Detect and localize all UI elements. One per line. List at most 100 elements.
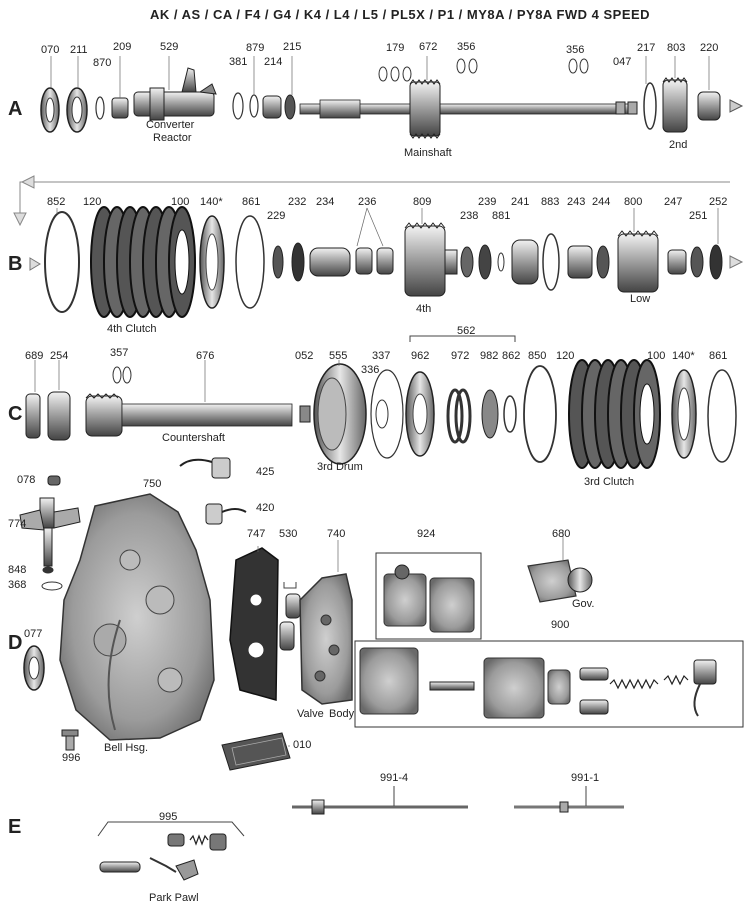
row-a-parts xyxy=(40,58,744,139)
part-number: 879 xyxy=(246,42,265,54)
part-number: 244 xyxy=(592,196,611,208)
reactor-shaft-529 xyxy=(133,91,215,117)
row-letter-e: E xyxy=(8,816,22,838)
row-letter-d: D xyxy=(8,632,23,654)
bell-housing-750 xyxy=(59,493,215,741)
part-number: 232 xyxy=(288,196,307,208)
part-number: 120 xyxy=(83,196,102,208)
part-number: 120 xyxy=(556,350,575,362)
caption-countershaft: Countershaft xyxy=(162,432,225,444)
caption-4th: 4th xyxy=(416,303,432,315)
caption-2nd: 2nd xyxy=(669,139,688,151)
gear-803 xyxy=(662,79,688,133)
part-number: 047 xyxy=(613,56,632,68)
row-b-parts xyxy=(29,206,744,318)
part-number: 140* xyxy=(200,196,223,208)
part-number: 852 xyxy=(47,196,66,208)
part-number: 689 xyxy=(25,350,44,362)
part-number: 140* xyxy=(672,350,695,362)
part-number: 996 xyxy=(62,752,81,764)
part-number: 381 xyxy=(229,56,248,68)
part-number: 368 xyxy=(8,579,27,591)
caption-valve: Valve xyxy=(297,708,324,720)
caption-4th-clutch: 4th Clutch xyxy=(107,323,157,335)
part-number: 809 xyxy=(413,196,432,208)
part-number: 234 xyxy=(316,196,335,208)
part-number: 747 xyxy=(247,528,266,540)
part-number: 982 xyxy=(480,350,499,362)
part-number: 100 xyxy=(647,350,666,362)
part-number: 236 xyxy=(358,196,377,208)
part-number: 179 xyxy=(386,42,405,54)
part-number: 962 xyxy=(411,350,430,362)
part-number: 356 xyxy=(457,41,476,53)
part-number: 530 xyxy=(279,528,298,540)
bearing-254 xyxy=(47,391,71,441)
separator-plate-747 xyxy=(229,547,279,701)
row-d-parts xyxy=(19,457,744,771)
gear-800 xyxy=(617,233,659,293)
part-number: 881 xyxy=(492,210,511,222)
part-number: 336 xyxy=(361,364,380,376)
part-number: 214 xyxy=(264,56,283,68)
flow-arrow-a-to-b xyxy=(13,175,730,227)
part-number: 217 xyxy=(637,42,656,54)
part-number: 241 xyxy=(511,196,530,208)
part-number: 862 xyxy=(502,350,521,362)
caption-body: Body xyxy=(329,708,355,720)
part-number: 529 xyxy=(160,41,179,53)
row-e-parts xyxy=(97,786,624,881)
part-number: 850 xyxy=(528,350,547,362)
part-number: 247 xyxy=(664,196,683,208)
part-number: 800 xyxy=(624,196,643,208)
part-number: 562 xyxy=(457,325,476,337)
part-number: 209 xyxy=(113,41,132,53)
part-number: 251 xyxy=(689,210,708,222)
part-number: 555 xyxy=(329,350,348,362)
countershaft-676 xyxy=(121,403,293,427)
part-number: 972 xyxy=(451,350,470,362)
part-number: 239 xyxy=(478,196,497,208)
caption-3rd-drum: 3rd Drum xyxy=(317,461,363,473)
part-number: 070 xyxy=(41,44,60,56)
part-number: 991-4 xyxy=(380,772,409,784)
bearing-689 xyxy=(25,393,41,439)
part-number: 672 xyxy=(419,41,438,53)
part-number: 870 xyxy=(93,57,112,69)
part-number: 861 xyxy=(242,196,261,208)
row-letter-b: B xyxy=(8,253,23,275)
part-number: 215 xyxy=(283,41,302,53)
page-title: AK / AS / CA / F4 / G4 / K4 / L4 / L5 / … xyxy=(150,7,651,22)
caption-gov: Gov. xyxy=(572,598,595,610)
part-number: 077 xyxy=(24,628,43,640)
clutch-pack-3rd xyxy=(568,359,661,469)
part-number: 740 xyxy=(327,528,346,540)
clutch-pack-4th xyxy=(90,206,196,318)
caption-converter: Converter xyxy=(146,119,195,131)
caption-bell-hsg: Bell Hsg. xyxy=(104,742,149,754)
part-number: 803 xyxy=(667,42,686,54)
part-number: 774 xyxy=(8,518,27,530)
caption-park-pawl: Park Pawl xyxy=(149,892,199,904)
part-number: 052 xyxy=(295,350,314,362)
part-number: 420 xyxy=(256,502,275,514)
caption-mainshaft: Mainshaft xyxy=(404,147,452,159)
part-number: 356 xyxy=(566,44,585,56)
row-letter-a: A xyxy=(8,98,23,120)
part-number: 229 xyxy=(267,210,286,222)
part-number: 995 xyxy=(159,811,178,823)
part-number: 238 xyxy=(460,210,479,222)
part-number: 848 xyxy=(8,564,27,576)
leader-lines xyxy=(34,56,719,747)
gear-809 xyxy=(404,225,446,297)
part-number: 924 xyxy=(417,528,436,540)
part-number: 078 xyxy=(17,474,36,486)
caption-reactor: Reactor xyxy=(153,132,192,144)
part-number: 100 xyxy=(171,196,190,208)
part-number: 254 xyxy=(50,350,69,362)
snap-ring-852 xyxy=(44,211,80,313)
part-number: 861 xyxy=(709,350,728,362)
part-number: 680 xyxy=(552,528,571,540)
part-number: 900 xyxy=(551,619,570,631)
